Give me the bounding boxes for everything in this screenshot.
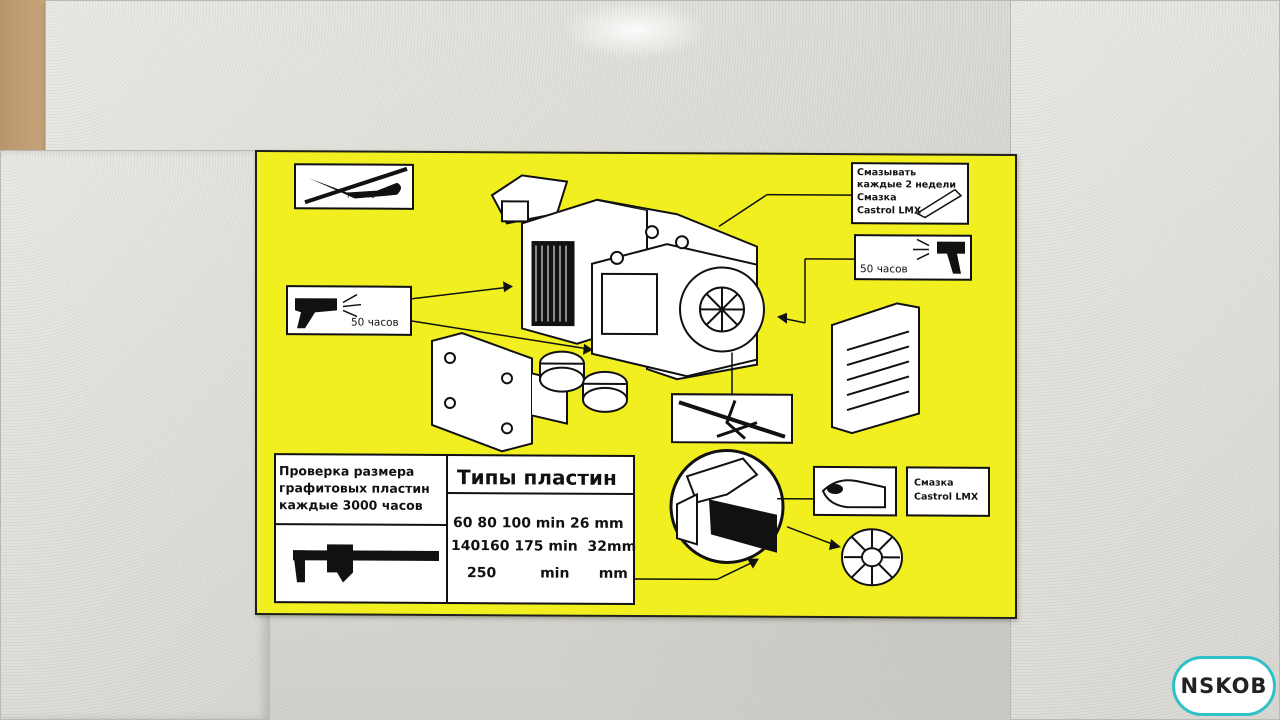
watermark-text: NSKOB — [1180, 674, 1268, 698]
grease-small-box — [906, 466, 990, 517]
grease-two-weeks-box — [851, 162, 969, 225]
grease-line-3: Смазка — [857, 192, 897, 204]
no-oil-icon — [294, 163, 414, 210]
spray-right-icon — [854, 234, 972, 281]
plate-row-1: 60 80 100 min 26 mm — [453, 515, 624, 532]
grease-line-1: Смазывать — [857, 167, 917, 179]
label-illustration — [274, 162, 990, 605]
motor-vent-grill — [531, 240, 575, 327]
prohibited-box — [671, 393, 793, 444]
vane-cutaway-view — [669, 448, 785, 564]
light-glare — [560, 0, 710, 60]
check-size-text: Проверка размера графитовых пластин кажд… — [279, 462, 430, 514]
left-metal-panel — [0, 150, 270, 720]
check-line-1: Проверка размера — [279, 463, 415, 479]
right-metal-panel — [1010, 0, 1280, 720]
nskob-watermark-logo: NSKOB — [1172, 656, 1276, 716]
spray-left-hours: 50 часов — [351, 316, 399, 329]
check-line-2: графитовых пластин — [279, 480, 430, 496]
caliper-icon — [293, 544, 439, 583]
end-plate-drawing — [431, 332, 568, 453]
top-metal-panel — [45, 0, 1020, 155]
rotor-wheel — [841, 528, 903, 587]
plate-row-3: 250 min mm — [467, 565, 628, 582]
cooling-grille — [831, 302, 920, 435]
grease-small-line-1: Смазка — [914, 477, 954, 489]
grease-small-line-2: Castrol LMX — [914, 491, 979, 503]
spray-right-hours: 50 часов — [860, 263, 908, 276]
filter-cartridges — [539, 350, 628, 413]
check-line-3: каждые 3000 часов — [279, 497, 423, 513]
grease-line-2: каждые 2 недели — [857, 179, 956, 191]
hand-grease-icon — [813, 465, 897, 517]
grease-line-4: Castrol LMX — [857, 205, 922, 217]
spray-left-icon — [286, 285, 412, 336]
plate-row-2: 140160 175 min 32mm — [451, 538, 637, 556]
plate-types-title: Типы пластин — [457, 465, 617, 490]
oil-icon-text: масло — [347, 190, 376, 201]
vacuum-pump-drawing — [490, 174, 765, 381]
maintenance-label: масло Смазывать каждые 2 недели Смазка C… — [255, 150, 1017, 619]
